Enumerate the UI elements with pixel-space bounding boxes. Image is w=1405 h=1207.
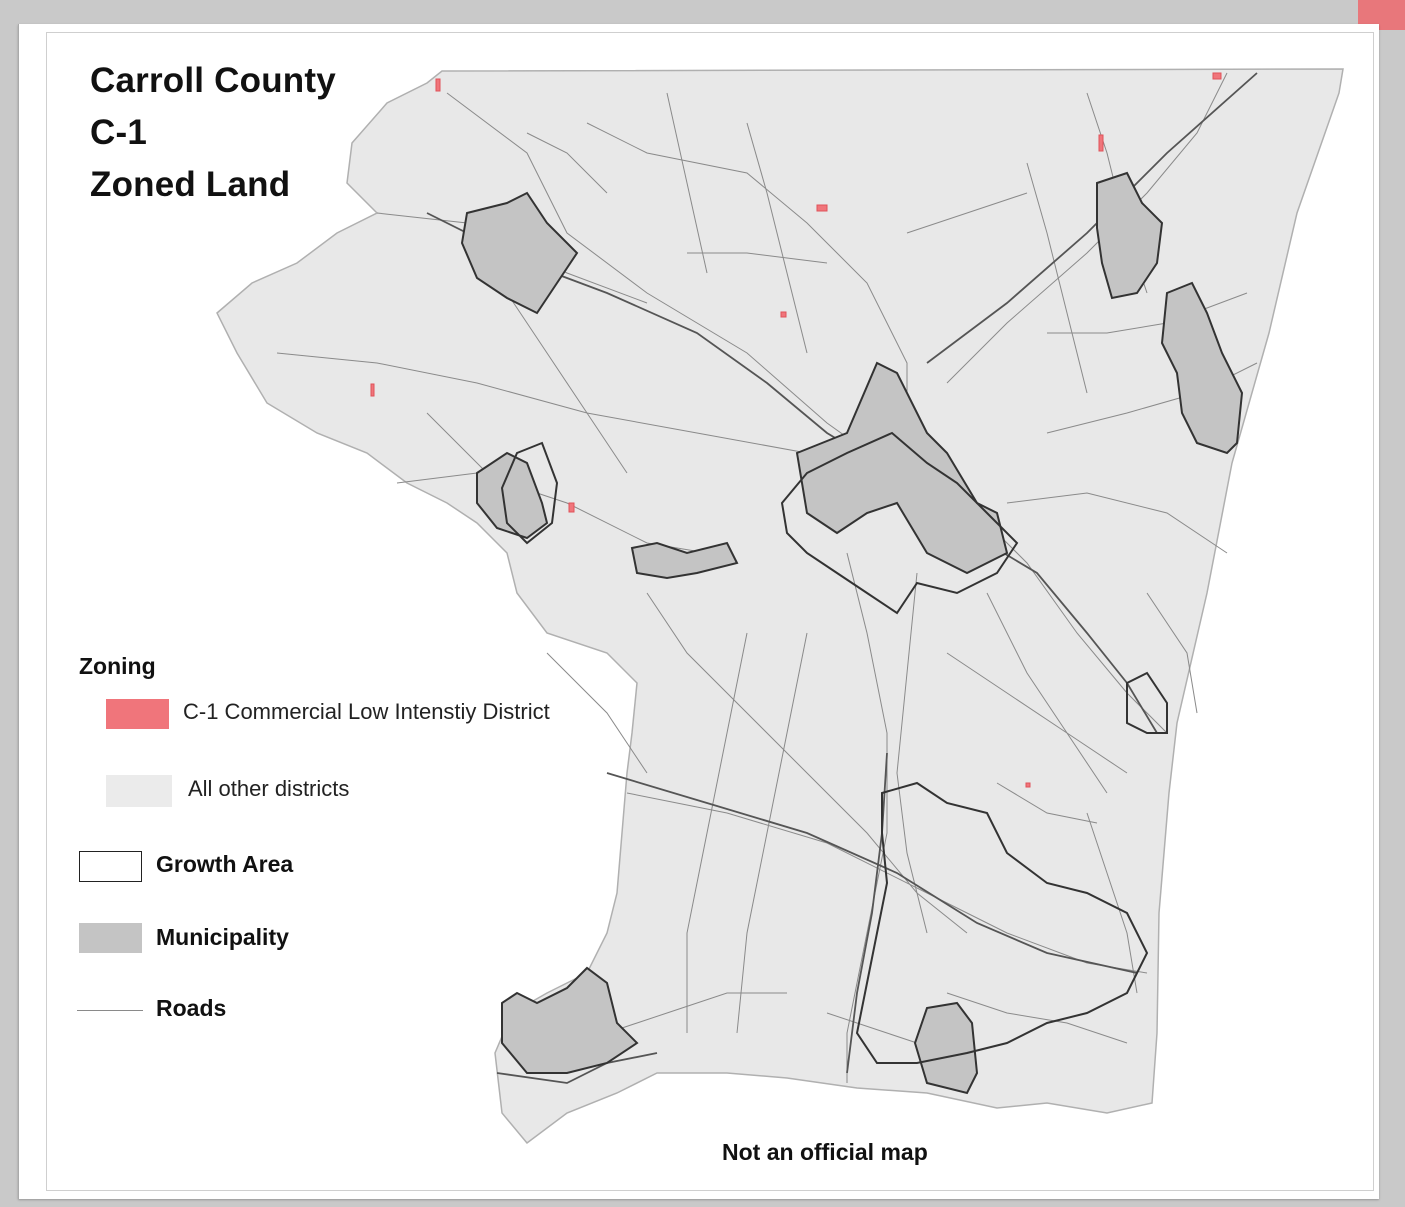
municipality-east bbox=[1160, 281, 1244, 455]
map-title-line-3: Zoned Land bbox=[90, 165, 291, 204]
c1-parcel bbox=[370, 383, 375, 397]
c1-parcel bbox=[1098, 134, 1104, 152]
municipality-southwest bbox=[501, 966, 639, 1074]
c1-parcel bbox=[435, 78, 441, 92]
legend-label-other: All other districts bbox=[188, 776, 350, 801]
county-boundary bbox=[216, 68, 1344, 1145]
map-title-line-1: Carroll County bbox=[90, 61, 336, 100]
growth-area-west bbox=[500, 441, 559, 545]
municipalities bbox=[460, 171, 1244, 1095]
legend-swatch-other bbox=[106, 775, 172, 807]
road-network bbox=[276, 72, 1258, 1083]
municipality-west-strip bbox=[630, 541, 739, 580]
map-title-line-2: C-1 bbox=[90, 113, 147, 152]
disclaimer-text: Not an official map bbox=[722, 1139, 928, 1165]
municipality-central bbox=[795, 361, 1009, 575]
legend-label-roads: Roads bbox=[156, 995, 227, 1021]
c1-parcel bbox=[816, 204, 828, 212]
growth-area-south bbox=[855, 781, 1149, 1064]
county-map bbox=[216, 68, 1344, 1145]
c1-parcels bbox=[370, 72, 1222, 788]
map-page: Carroll County C-1 Zoned Land Zoning C-1… bbox=[18, 24, 1379, 1199]
c1-parcel bbox=[1212, 72, 1222, 80]
legend-label-municipality: Municipality bbox=[156, 924, 289, 950]
legend-heading: Zoning bbox=[79, 653, 156, 679]
c1-parcel bbox=[568, 502, 575, 513]
legend-swatch-c1 bbox=[106, 699, 169, 729]
growth-areas bbox=[500, 431, 1168, 1064]
legend-label-c1: C-1 Commercial Low Intenstiy District bbox=[183, 699, 550, 724]
c1-parcel bbox=[780, 311, 787, 318]
growth-area-central bbox=[780, 431, 1019, 615]
legend-swatch-municipality bbox=[79, 923, 142, 953]
legend-swatch-roads bbox=[77, 1010, 143, 1011]
municipality-west bbox=[476, 451, 549, 540]
municipality-northwest bbox=[460, 191, 579, 315]
legend-swatch-growth-area bbox=[79, 851, 142, 882]
map-frame: Carroll County C-1 Zoned Land Zoning C-1… bbox=[46, 32, 1374, 1191]
growth-area-east bbox=[1126, 671, 1168, 734]
municipality-south bbox=[913, 1001, 979, 1095]
municipality-northeast bbox=[1096, 171, 1164, 300]
legend-label-growth-area: Growth Area bbox=[156, 851, 294, 877]
c1-parcel bbox=[1025, 782, 1031, 788]
